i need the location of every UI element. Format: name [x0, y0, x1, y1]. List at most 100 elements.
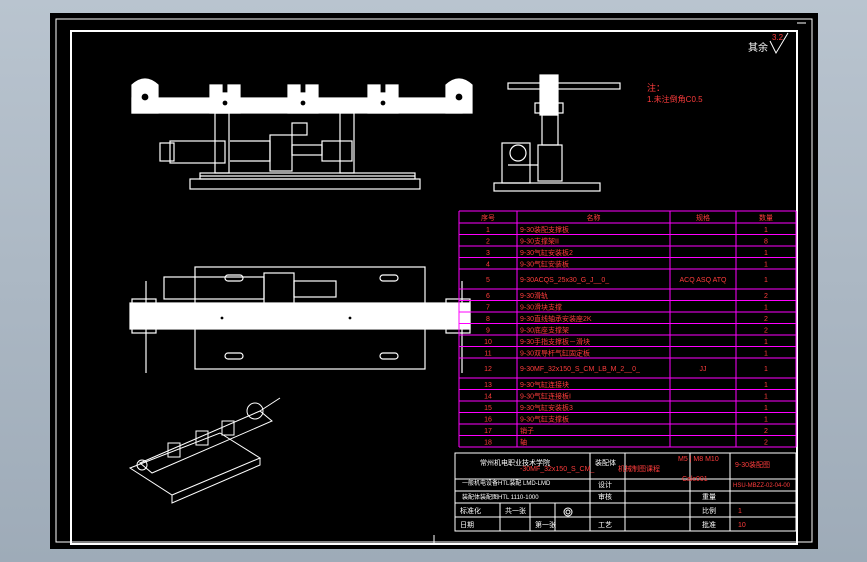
- bom-row-qty: 1: [764, 277, 768, 284]
- top-view: [129, 266, 471, 373]
- bom-row-no: 6: [486, 293, 490, 300]
- roughness-symbol: 其余 3.2: [748, 32, 789, 55]
- tb-label-approve: 批准: [702, 520, 716, 529]
- tb-date-label: 日期: [460, 521, 474, 529]
- bom-row-name: 9-30滑块支撑: [520, 302, 562, 311]
- bom-row-spec: JJ: [700, 366, 707, 373]
- bom-row-name: 9-30ACQS_25x30_G_J__0_: [520, 277, 609, 284]
- bom-header: 名称: [587, 213, 601, 222]
- tb-drawing-name: 9-30装配图: [735, 460, 770, 469]
- bom-row-spec: ACQ ASQ ATQ: [680, 277, 727, 284]
- bom-row-name: 9-30直线轴承安装座2K: [520, 314, 592, 323]
- roughness-mark: 其余: [748, 41, 768, 54]
- tb-label-check: 审核: [598, 492, 612, 501]
- clamp-5: [445, 78, 473, 114]
- bom-row-no: 13: [484, 382, 492, 389]
- bom-row-qty: 1: [764, 339, 768, 346]
- bom-row-qty: 2: [764, 316, 768, 323]
- bom-row-no: 4: [486, 261, 490, 268]
- bom-row-name: 9-30气缸安装板2: [520, 248, 573, 257]
- bom-header: 序号: [481, 213, 495, 222]
- bom-row-no: 12: [484, 366, 492, 373]
- bom-row-qty: 2: [764, 293, 768, 300]
- bom-row-name: 9-30支撑架II: [520, 236, 559, 245]
- tb-project2: 装配体装配图HTL 1110-1000: [462, 493, 539, 501]
- bom-row-no: 2: [486, 238, 490, 245]
- side-view: [493, 74, 621, 192]
- bom-row-qty: 2: [764, 428, 768, 435]
- tb-label-weight: 重量: [702, 493, 716, 501]
- notes-line1: 1.未注倒角C0.5: [647, 94, 703, 104]
- bom-row-no: 14: [484, 393, 492, 400]
- bom-header: 规格: [696, 213, 710, 222]
- bom-row-name: 9-30双导杆气缸固定板: [520, 348, 590, 357]
- bom-row-qty: 1: [764, 304, 768, 311]
- bom-row-name: 轴: [520, 437, 527, 446]
- bom-row-name: 9-30底座支撑架: [520, 325, 569, 334]
- tb-standard-label: 标准化: [460, 506, 481, 515]
- bom-row-no: 15: [484, 405, 492, 412]
- bom-row-qty: 1: [764, 393, 768, 400]
- tb-school: 常州机电职业技术学院: [480, 458, 550, 467]
- tb-product-code: -30MF_32x150_S_CM_: [520, 466, 594, 473]
- bom-row-qty: 1: [764, 227, 768, 234]
- clamp-1: [131, 78, 159, 114]
- bom-row-no: 9: [486, 327, 490, 334]
- bom-row-name: 9-30气缸连接块: [520, 380, 569, 389]
- tb-calc: Calc001: [682, 476, 708, 483]
- bom-row-no: 3: [486, 250, 490, 257]
- projection-symbol-inner-icon: [565, 509, 571, 515]
- bom-row-name: 9-30滑轨: [520, 291, 548, 300]
- cad-canvas: 其余 3.2 注： 1.未注倒角C0.5: [55, 18, 813, 545]
- tb-spec-label: 机械制图课程: [618, 464, 660, 473]
- bom-row-qty: 1: [764, 405, 768, 412]
- bom-row-no: 5: [486, 277, 490, 284]
- bom-row-qty: 1: [764, 382, 768, 389]
- bom-row-qty: 1: [764, 350, 768, 357]
- title-block: 常州机电职业技术学院 -30MF_32x150_S_CM_ 装配体 机械制图课程…: [454, 452, 797, 532]
- tb-label-scale: 比例: [702, 506, 716, 515]
- bom-row-qty: 8: [764, 238, 768, 245]
- roughness-value: 3.2: [772, 33, 784, 42]
- bom-row-no: 8: [486, 316, 490, 323]
- tb-project: 一般机电设备HTL装配 LMD-LMD: [462, 479, 551, 487]
- notes-title: 注：: [647, 82, 665, 93]
- bom-row-no: 11: [484, 350, 491, 357]
- drawing-sheet: 其余 3.2 注： 1.未注倒角C0.5: [50, 13, 818, 549]
- projection-symbol-icon: [563, 507, 573, 517]
- bom-row-name: 9-30气缸安装板: [520, 259, 569, 268]
- clamp-2: [209, 84, 241, 114]
- bom-header: 数量: [759, 213, 773, 222]
- bom-row-qty: 1: [764, 261, 768, 268]
- roughness-check-icon: [769, 32, 789, 55]
- bom-row-qty: 1: [764, 366, 768, 373]
- bom-row-no: 18: [484, 439, 492, 446]
- isometric-view: [128, 397, 281, 504]
- bom-row-name: 9-30气缸支撑板: [520, 414, 569, 423]
- bom-row-name: 9-30手指支撑板－滑块: [520, 337, 590, 346]
- tb-label-process: 工艺: [598, 521, 612, 529]
- bom-row-no: 7: [486, 304, 490, 311]
- front-view: [131, 78, 473, 190]
- tb-type-label: 装配体: [595, 458, 616, 467]
- bom-row-no: 17: [484, 428, 492, 435]
- bom-row-qty: 1: [764, 416, 768, 423]
- clamp-3: [287, 84, 319, 114]
- bom-row-qty: 2: [764, 327, 768, 334]
- bom-row-name: 9-30气缸安装板3: [520, 403, 573, 412]
- bom-row-no: 16: [484, 416, 492, 423]
- bom-row-name: 9-30MF_32x150_S_CM_LB_M_2__0_: [520, 366, 640, 373]
- tb-scale-value: 1: [738, 508, 742, 515]
- tb-sheets-value: 10: [738, 522, 746, 529]
- bom-row-no: 1: [486, 227, 490, 234]
- tb-drawing-no: HSU-MBZZ-02-04-00: [733, 483, 791, 489]
- bom-row-qty: 2: [764, 439, 768, 446]
- bom-row-name: 9-30气缸连接板I: [520, 391, 571, 400]
- bom-row-qty: 1: [764, 250, 768, 257]
- clamp-4: [367, 84, 399, 114]
- tb-material-hint: M5 | M8 M10: [678, 456, 719, 463]
- tb-total-label: 共一张: [505, 506, 526, 515]
- tb-page-label: 第一张: [535, 520, 556, 529]
- bom-row-name: 销子: [520, 426, 534, 435]
